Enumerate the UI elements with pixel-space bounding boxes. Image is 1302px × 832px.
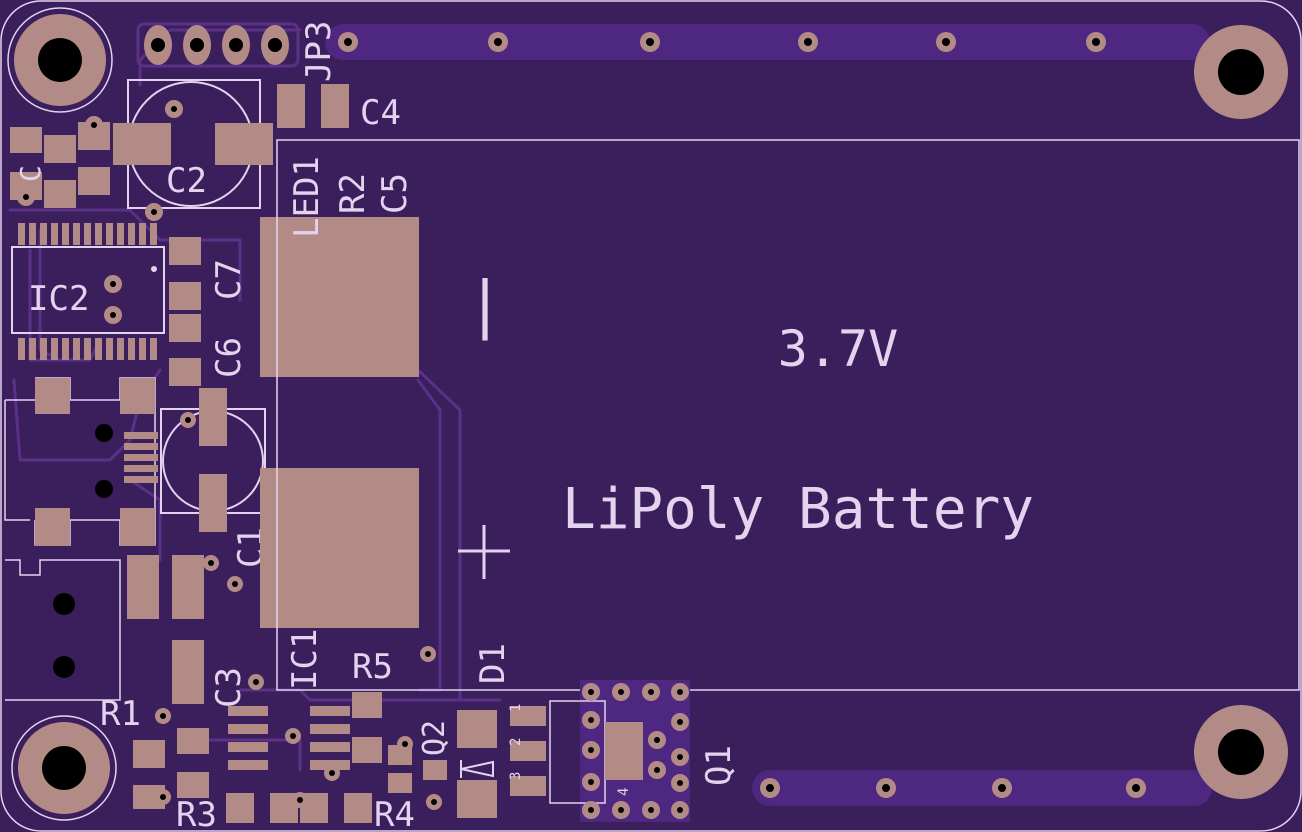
label-ic1: IC1 — [285, 629, 325, 690]
bottom-ic-pads — [133, 692, 382, 823]
battery-pad-plus — [260, 468, 419, 628]
c2-capacitor — [113, 79, 273, 209]
d1-diode — [457, 710, 497, 818]
c4-pad-1 — [277, 84, 305, 128]
battery-plus-symbol — [458, 525, 510, 579]
battery-title: LiPoly Battery — [562, 477, 1034, 542]
mounting-hole-top-right — [1194, 25, 1288, 119]
header-pins-top — [338, 32, 1106, 52]
label-jp3: JP3 — [299, 21, 339, 82]
label-r3: R3 — [176, 795, 217, 832]
label-r1: R1 — [100, 694, 141, 734]
mounting-hole-bottom-right — [1194, 705, 1288, 799]
battery-minus-symbol: | — [466, 268, 503, 342]
label-led1: LED1 — [287, 156, 327, 238]
usb-connector — [4, 377, 158, 546]
label-c3: C3 — [209, 667, 249, 708]
label-ic2: IC2 — [28, 279, 89, 319]
label-q2: Q2 — [417, 720, 452, 756]
q2-transistor — [388, 736, 447, 810]
label-r2: R2 — [333, 173, 373, 214]
label-c4: C4 — [360, 93, 401, 133]
label-r5: R5 — [352, 647, 393, 687]
c7-c6-pads — [169, 237, 201, 386]
small-pads-cluster — [10, 116, 163, 221]
label-pin-1: 1 — [508, 704, 524, 712]
label-c7: C7 — [209, 259, 249, 300]
jp3-header — [136, 22, 300, 68]
header-slot-top — [325, 24, 1210, 60]
label-partial-c: C — [14, 165, 47, 182]
ic2-chip — [11, 223, 165, 360]
battery-pad-minus — [260, 217, 419, 377]
label-c5: C5 — [375, 173, 415, 214]
label-q1: Q1 — [699, 745, 739, 786]
label-r4: R4 — [374, 795, 415, 832]
battery-outline — [276, 139, 1300, 691]
battery-voltage: 3.7V — [778, 320, 898, 378]
label-c6: C6 — [209, 337, 249, 378]
lower-left-parts — [5, 555, 436, 724]
label-pin-2: 2 — [508, 738, 524, 746]
c1-capacitor — [160, 388, 266, 532]
label-pin-4: 4 — [616, 788, 632, 796]
mounting-hole-bottom-left — [11, 715, 117, 821]
label-d1: D1 — [473, 643, 513, 684]
header-slot-bottom — [752, 770, 1212, 806]
mounting-hole-top-left — [7, 7, 113, 113]
c4-pad-2 — [321, 84, 349, 128]
label-pin-3: 3 — [508, 772, 524, 780]
q1-connector — [510, 680, 690, 822]
header-pins-bottom — [760, 778, 1146, 798]
label-c2: C2 — [166, 161, 207, 201]
